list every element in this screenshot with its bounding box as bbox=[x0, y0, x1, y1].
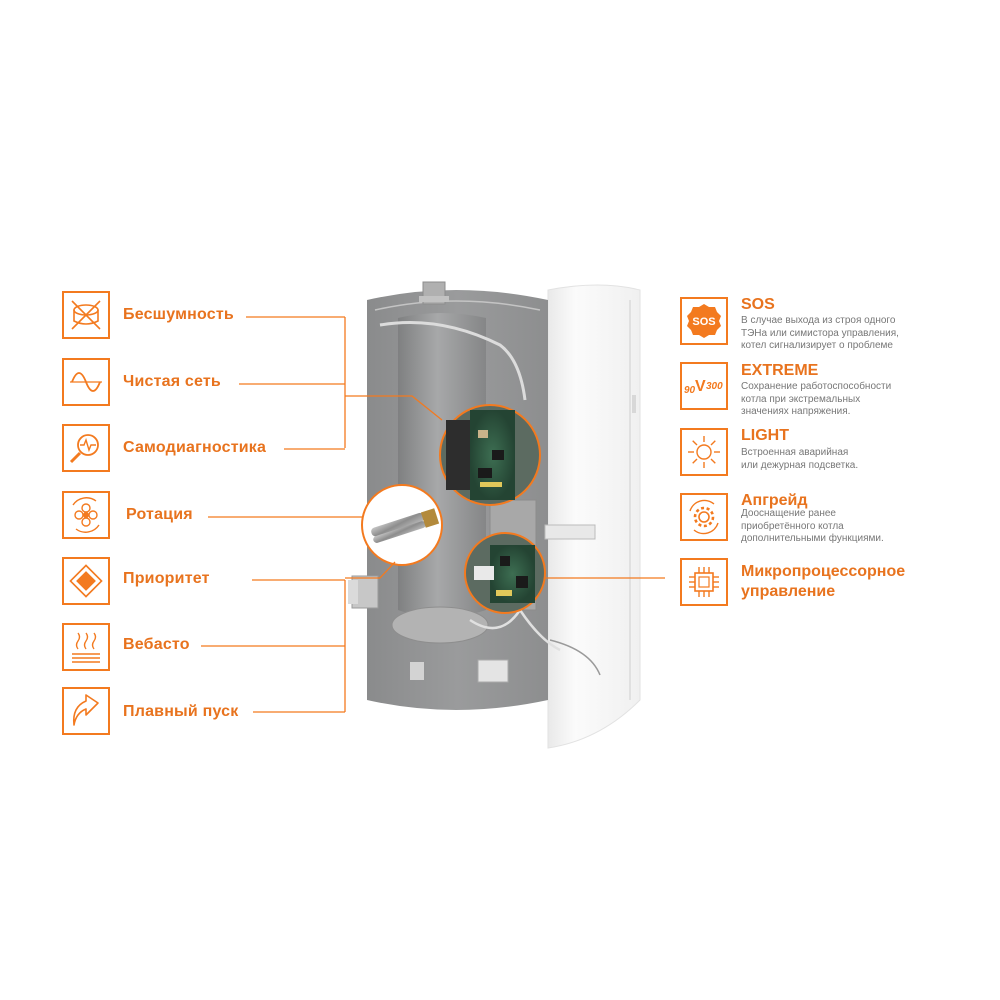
sos-title: SOS bbox=[741, 296, 775, 313]
right-icon-box-upgrade bbox=[680, 493, 728, 541]
left-icon-box-3 bbox=[62, 424, 110, 472]
left-icon-box-1 bbox=[62, 291, 110, 339]
extreme-description: Сохранение работоспособности котла при э… bbox=[741, 381, 892, 417]
svg-text:SOS: SOS bbox=[692, 316, 715, 328]
feature-label-self-diagnostics: Самодиагностика bbox=[123, 439, 267, 456]
feature-label-clean-network: Чистая сеть bbox=[123, 373, 221, 390]
priority-diamond-icon bbox=[69, 564, 103, 598]
feature-label-webasto: Вебасто bbox=[123, 636, 190, 653]
heating-waves-icon bbox=[72, 632, 100, 663]
right-icon-box-extreme: 90 V 300 bbox=[680, 362, 728, 410]
ten-heater-zoom bbox=[361, 484, 443, 566]
light-description: Встроенная аварийная или дежурная подсве… bbox=[741, 447, 859, 471]
light-title: LIGHT bbox=[741, 427, 789, 444]
soft-start-arrow-icon bbox=[72, 694, 99, 726]
silent-drum-icon bbox=[71, 300, 101, 330]
left-icon-box-5 bbox=[62, 557, 110, 605]
right-icon-box-microcontroller bbox=[680, 558, 728, 606]
left-icon-box-6 bbox=[62, 623, 110, 671]
microchip-icon bbox=[689, 567, 719, 597]
extreme-title: EXTREME bbox=[741, 362, 819, 379]
svg-text:90: 90 bbox=[684, 385, 696, 396]
right-icon-box-sos: SOS bbox=[680, 297, 728, 345]
voltage-range-icon: 90 V 300 bbox=[684, 378, 723, 396]
feature-label-soft-start: Плавный пуск bbox=[123, 703, 239, 720]
right-icon-box-light bbox=[680, 428, 728, 476]
pcb-zoom-upper bbox=[439, 404, 541, 506]
upgrade-title: Апгрейд bbox=[741, 492, 808, 509]
feature-label-priority: Приоритет bbox=[123, 570, 210, 587]
left-icon-box-7 bbox=[62, 687, 110, 735]
callout-lines bbox=[201, 316, 665, 713]
rotation-flower-icon bbox=[72, 497, 100, 533]
open-door bbox=[547, 284, 641, 749]
microcontroller-title: Микропроцессорное управление bbox=[741, 563, 906, 600]
left-icon-box-4 bbox=[62, 491, 110, 539]
sun-light-icon bbox=[688, 436, 720, 468]
feature-label-rotation: Ротация bbox=[126, 506, 193, 523]
feature-label-silent: Бесшумность bbox=[123, 306, 234, 323]
upgrade-gear-icon bbox=[689, 499, 719, 535]
magnifier-pulse-icon bbox=[69, 434, 99, 464]
upgrade-description: Дооснащение ранее приобретённого котла д… bbox=[741, 508, 884, 544]
pcb-zoom-lower bbox=[464, 532, 546, 614]
svg-text:300: 300 bbox=[706, 381, 723, 392]
sine-wave-icon bbox=[70, 372, 102, 392]
left-icon-box-2 bbox=[62, 358, 110, 406]
svg-text:V: V bbox=[695, 378, 706, 395]
sos-description: В случае выхода из строя одного ТЭНа или… bbox=[741, 315, 899, 351]
sos-badge-icon: SOS bbox=[687, 304, 721, 338]
